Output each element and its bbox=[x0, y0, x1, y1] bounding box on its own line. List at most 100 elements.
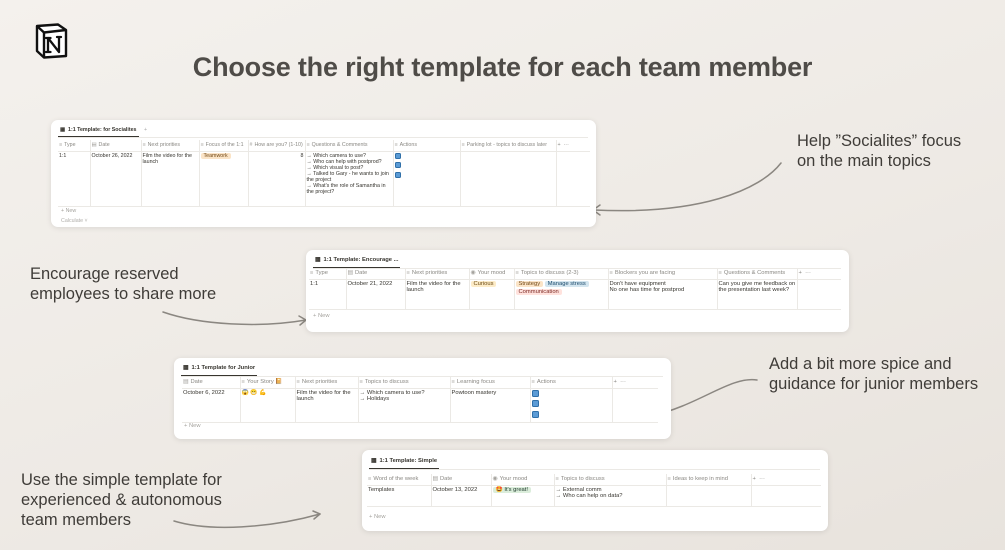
tab-encourage[interactable]: ▦ 1:1 Template: Encourage ... bbox=[313, 253, 401, 268]
cell-next-priorities[interactable]: Film the video for the launch bbox=[405, 279, 470, 310]
cell-actions[interactable] bbox=[530, 388, 613, 423]
checkbox-checked-icon[interactable] bbox=[531, 389, 539, 397]
cell-how-are-you[interactable]: 8 bbox=[248, 151, 306, 207]
new-row-button[interactable]: + New bbox=[313, 313, 330, 319]
column-header-date[interactable]: ▤Date bbox=[90, 140, 142, 152]
question-line: → What's the role of Samantha in the pro… bbox=[306, 182, 386, 195]
add-property-header[interactable]: + ··· bbox=[751, 474, 821, 486]
more-options-button[interactable]: ··· bbox=[620, 379, 626, 386]
add-property-button[interactable]: + bbox=[613, 379, 617, 386]
column-header-mood[interactable]: ◉Your mood bbox=[491, 474, 555, 486]
checkbox-checked-icon[interactable] bbox=[394, 171, 401, 178]
tab-simple[interactable]: ▦ 1:1 Template: Simple bbox=[369, 453, 440, 469]
caption-line: employees to share more bbox=[30, 285, 217, 303]
column-header-date[interactable]: ▤Date bbox=[182, 377, 241, 389]
table-row[interactable]: October 6, 2022 😱 😁 💪 Film the video for… bbox=[182, 388, 658, 423]
cell-focus[interactable]: Teamwork bbox=[199, 151, 249, 207]
cell-topics[interactable]: → External comm → Who can help on data? bbox=[554, 485, 667, 507]
new-row-button[interactable]: + New bbox=[369, 514, 386, 520]
cell-date[interactable]: October 6, 2022 bbox=[182, 388, 241, 423]
topic-line: → Who can help on data? bbox=[555, 492, 623, 499]
table-row[interactable]: Templates October 13, 2022 🤩 It's great!… bbox=[367, 485, 821, 507]
column-header-date[interactable]: ▤Date bbox=[431, 474, 492, 486]
blocker-line: No one has time for postprod bbox=[609, 286, 685, 293]
tab-socialites[interactable]: ▦ 1:1 Template: for Socialites bbox=[58, 123, 139, 137]
column-header-blockers[interactable]: ≡Blockers you are facing bbox=[608, 268, 718, 280]
more-options-button[interactable]: ··· bbox=[759, 476, 765, 483]
add-view-button[interactable]: + bbox=[144, 126, 148, 133]
cell-next-priorities[interactable]: Film the video for the launch bbox=[295, 388, 359, 423]
column-header-word[interactable]: ≡Word of the week bbox=[367, 474, 432, 486]
cell-learning[interactable]: Powtoon mastery bbox=[450, 388, 531, 423]
checkbox-checked-icon[interactable] bbox=[531, 400, 539, 407]
cell-date[interactable]: October 21, 2022 bbox=[346, 279, 406, 310]
column-header-actions[interactable]: ≡Actions bbox=[393, 140, 461, 152]
column-header-next-priorities[interactable]: ≡Next priorities bbox=[405, 268, 470, 280]
table-row[interactable]: 1:1 October 26, 2022 Film the video for … bbox=[58, 151, 590, 207]
more-options-button[interactable]: ··· bbox=[563, 142, 569, 149]
checkbox-checked-icon[interactable] bbox=[394, 162, 401, 168]
add-property-header[interactable]: + ··· bbox=[797, 268, 841, 280]
column-header-type[interactable]: ≡Type bbox=[309, 268, 347, 280]
cell-type[interactable]: 1:1 bbox=[309, 279, 347, 310]
header-row: ▤Date ≡Your Story 📔 ≡Next priorities ≡To… bbox=[182, 377, 658, 389]
column-header-focus[interactable]: ≡Focus of the 1:1 bbox=[199, 140, 249, 152]
header-label: Your Story 📔 bbox=[246, 379, 283, 386]
header-label: Date bbox=[98, 142, 110, 149]
column-header-how-are-you[interactable]: #How are you? (1-10) bbox=[248, 140, 306, 152]
add-property-header[interactable]: + ··· bbox=[612, 377, 658, 389]
column-header-topics[interactable]: ≡Topics to discuss (2-3) bbox=[514, 268, 609, 280]
calculate-button[interactable]: Calculate ˅ bbox=[61, 218, 88, 224]
add-property-button[interactable]: + bbox=[752, 476, 756, 483]
cell-mood[interactable]: Curious bbox=[469, 279, 515, 310]
new-row-button[interactable]: + New bbox=[184, 423, 201, 429]
column-header-topics[interactable]: ≡Topics to discuss bbox=[358, 377, 451, 389]
new-row-button[interactable]: + New bbox=[61, 208, 77, 214]
column-header-parking-lot[interactable]: ≡Parking lot - topics to discuss later bbox=[460, 140, 557, 152]
cell-date[interactable]: October 13, 2022 bbox=[431, 485, 492, 507]
cell-questions[interactable]: Can you give me feedback on the presenta… bbox=[717, 279, 798, 310]
add-property-header[interactable]: + ··· bbox=[556, 140, 590, 152]
column-header-questions[interactable]: ≡Questions & Comments bbox=[305, 140, 394, 152]
column-header-topics[interactable]: ≡Topics to discuss bbox=[554, 474, 667, 486]
header-label: Date bbox=[354, 270, 368, 277]
column-header-type[interactable]: ≡Type bbox=[58, 140, 91, 152]
column-header-ideas[interactable]: ≡Ideas to keep in mind bbox=[666, 474, 752, 486]
column-header-story[interactable]: ≡Your Story 📔 bbox=[240, 377, 296, 389]
topic-line: → Which camera to use? bbox=[359, 389, 425, 396]
column-header-learning[interactable]: ≡Learning focus bbox=[450, 377, 531, 389]
table-row[interactable]: 1:1 October 21, 2022 Film the video for … bbox=[309, 279, 841, 310]
more-options-button[interactable]: ··· bbox=[805, 270, 811, 277]
header-label: Topics to discuss bbox=[560, 476, 605, 483]
cell-date[interactable]: October 26, 2022 bbox=[90, 151, 142, 207]
column-header-actions[interactable]: ≡Actions bbox=[530, 377, 613, 389]
cell-actions[interactable] bbox=[393, 151, 461, 207]
calendar-icon: ▤ bbox=[347, 270, 353, 277]
column-header-questions[interactable]: ≡Questions & Comments bbox=[717, 268, 798, 280]
cell-mood[interactable]: 🤩 It's great! bbox=[491, 485, 555, 507]
cell-ideas[interactable] bbox=[666, 485, 752, 507]
column-header-next-priorities[interactable]: ≡Next priorities bbox=[295, 377, 359, 389]
column-header-mood[interactable]: ◉Your mood bbox=[469, 268, 515, 280]
header-label: Type bbox=[315, 270, 328, 277]
header-label: Date bbox=[190, 379, 203, 386]
column-header-next-priorities[interactable]: ≡Next priorities bbox=[141, 140, 200, 152]
checkbox-checked-icon[interactable] bbox=[394, 152, 401, 159]
cell-blockers[interactable]: Don't have equipment No one has time for… bbox=[608, 279, 718, 310]
tab-junior[interactable]: ▦ 1:1 Template for Junior bbox=[181, 361, 258, 376]
column-header-date[interactable]: ▤Date bbox=[346, 268, 406, 280]
text-property-icon: ≡ bbox=[451, 379, 455, 386]
checkbox-checked-icon[interactable] bbox=[531, 410, 539, 418]
cell-topics[interactable]: → Which camera to use? → Holidays bbox=[358, 388, 451, 423]
text-property-icon: ≡ bbox=[368, 476, 372, 483]
cell-next-priorities[interactable]: Film the video for the launch bbox=[141, 151, 200, 207]
cell-questions[interactable]: → Which camera to use? → Who can help wi… bbox=[305, 151, 394, 207]
add-property-button[interactable]: + bbox=[798, 270, 802, 277]
arrow-socialites bbox=[593, 162, 782, 212]
cell-topics[interactable]: Strategy Manage stress Communication bbox=[514, 279, 609, 310]
cell-parking-lot[interactable] bbox=[460, 151, 557, 207]
cell-word[interactable]: Templates bbox=[367, 485, 432, 507]
cell-type[interactable]: 1:1 bbox=[58, 151, 91, 207]
cell-story[interactable]: 😱 😁 💪 bbox=[240, 388, 296, 423]
add-property-button[interactable]: + bbox=[557, 142, 561, 149]
